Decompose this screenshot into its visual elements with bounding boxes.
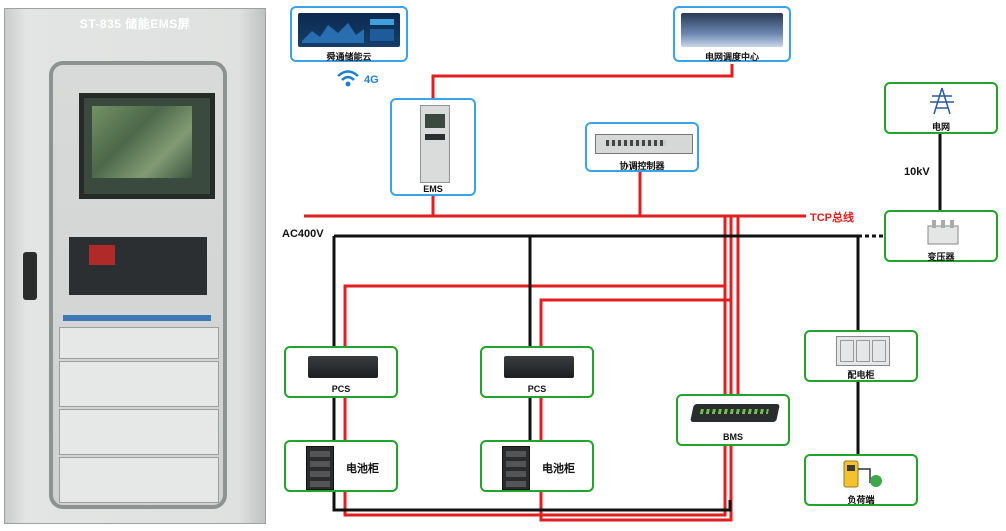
pcs-label: PCS <box>527 384 547 394</box>
coordinator-label: 协调控制器 <box>619 161 665 171</box>
transformer-icon <box>927 220 959 245</box>
battery-rack-icon <box>306 446 334 490</box>
dispatch-label: 电网调度中心 <box>704 52 759 62</box>
switchgear-icon <box>836 336 890 366</box>
pcs-node-1: PCS <box>284 346 398 398</box>
pcs-node-2: PCS <box>480 346 594 398</box>
bms-node: BMS <box>676 394 790 446</box>
cabinet-display <box>79 93 215 199</box>
dashboard-thumbnail <box>298 13 400 47</box>
cabinet-blank-panel <box>59 361 219 407</box>
cabinet-blank-panel <box>59 327 219 359</box>
grid-label: 电网 <box>931 122 950 132</box>
dashboard-chart-icon <box>302 19 394 43</box>
ems-node: EMS <box>390 98 476 196</box>
cabinet-door <box>49 61 227 509</box>
pcs-label: PCS <box>331 384 351 394</box>
ac-bus-label: AC400V <box>282 228 324 240</box>
cabinet-blank-panel <box>59 457 219 503</box>
battery-label: 电池柜 <box>542 463 575 475</box>
transformer-node: 变压器 <box>884 210 998 262</box>
tcp-bus-label: TCP总线 <box>810 212 854 224</box>
dispatch-link <box>431 64 734 98</box>
bms-label: BMS <box>723 432 743 442</box>
ems-cabinet-icon <box>420 105 450 183</box>
dispatch-center-node: 电网调度中心 <box>673 6 791 62</box>
voltage-label: 10kV <box>904 166 930 178</box>
coordinator-node: 协调控制器 <box>585 122 699 172</box>
coordinator-device-icon <box>595 134 693 154</box>
battery-cabinet-node-1: 电池柜 <box>284 440 398 492</box>
battery-label: 电池柜 <box>346 463 379 475</box>
wireless-label: 4G <box>364 74 379 86</box>
control-room-thumbnail <box>681 13 783 47</box>
cabinet-title: ST-835 储能EMS屏 <box>79 17 191 31</box>
distribution-label: 配电柜 <box>847 370 875 380</box>
bms-device-icon <box>690 404 780 422</box>
battery-rack-icon <box>502 446 530 490</box>
cabinet-rack-label <box>89 245 115 265</box>
battery-cabinet-node-2: 电池柜 <box>480 440 594 492</box>
pcs-device-icon <box>504 356 574 378</box>
load-label: 负荷端 <box>847 495 875 505</box>
ems-label: EMS <box>423 184 443 194</box>
distribution-cabinet-node: 配电柜 <box>804 330 918 382</box>
ems-cabinet-photo: ST-835 储能EMS屏 <box>4 8 266 524</box>
charging-station-icon <box>843 460 882 488</box>
pcs-device-icon <box>308 356 378 378</box>
cabinet-blue-strip <box>63 315 211 321</box>
cabinet-blank-panel <box>59 409 219 455</box>
comm-loop-pcs1 <box>343 216 727 517</box>
power-tower-icon <box>930 87 954 115</box>
load-node: 负荷端 <box>804 454 918 506</box>
grid-node: 电网 <box>884 82 998 134</box>
transformer-label: 变压器 <box>927 252 955 262</box>
cloud-platform-node: 舜通储能云 <box>290 6 408 62</box>
cabinet-handle <box>23 252 37 300</box>
comm-loop-pcs2 <box>539 216 733 522</box>
cloud-label: 舜通储能云 <box>326 52 372 62</box>
wifi-icon <box>336 68 360 93</box>
